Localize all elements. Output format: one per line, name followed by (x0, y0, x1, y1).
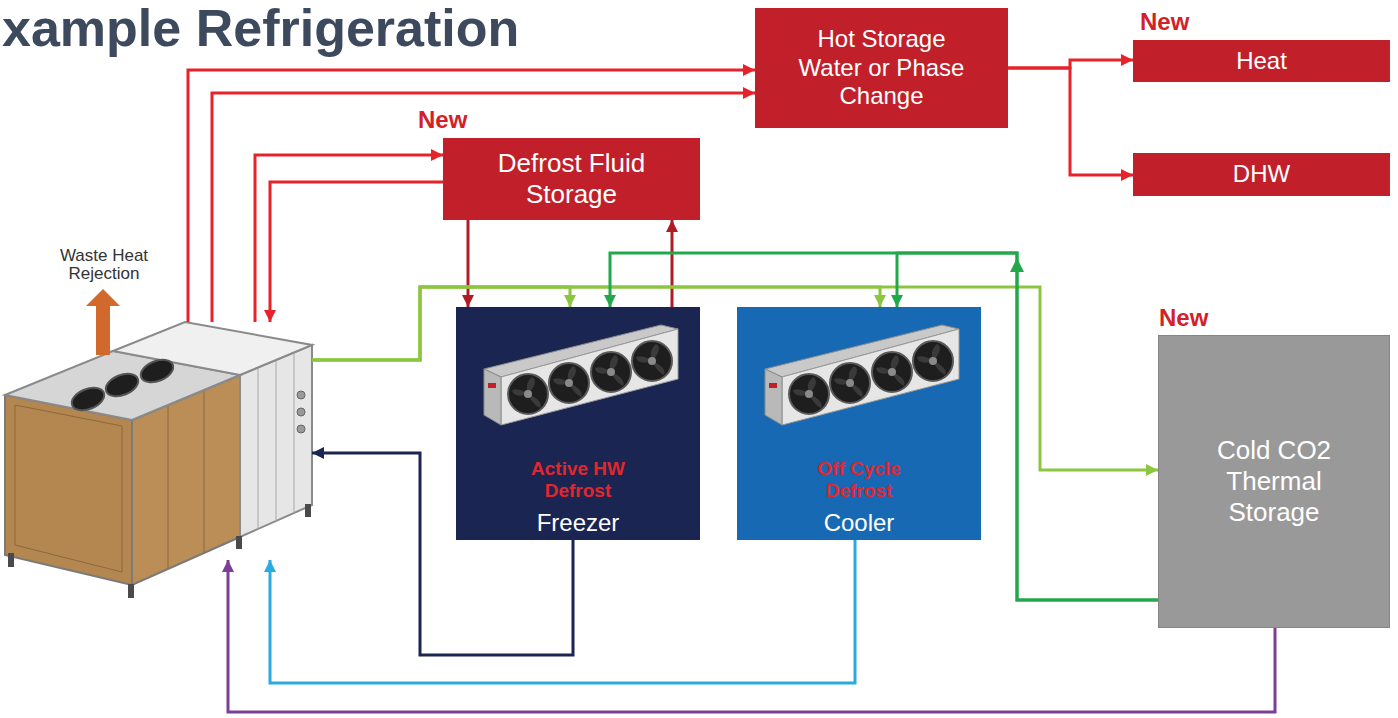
defrost-mode: Active HW Defrost (508, 458, 648, 504)
room-box: Off Cycle DefrostCooler (737, 307, 981, 540)
condensing-unit-drawing (5, 322, 312, 598)
flow-line (1008, 68, 1133, 175)
storage-box: NewCold CO2 Thermal Storage (1158, 335, 1390, 628)
room-box: Active HW DefrostFreezer (456, 307, 700, 540)
defrost-mode: Off Cycle Defrost (789, 458, 929, 504)
evaporator-illustration (765, 325, 959, 425)
condensing-unit-drawing (168, 405, 169, 569)
page-title: xample Refrigeration (2, 2, 519, 54)
condensing-unit-drawing (297, 391, 305, 399)
box-label: Defrost Fluid Storage (469, 148, 674, 210)
condensing-unit-drawing (8, 553, 14, 567)
output-box: NewHeat (1133, 40, 1390, 82)
condensing-unit-drawing (5, 395, 132, 585)
condensing-unit-drawing (204, 390, 205, 553)
condensing-unit-drawing (128, 584, 134, 598)
box-label: Freezer (537, 509, 620, 538)
flow-line (270, 540, 855, 683)
box-label: Heat (1236, 47, 1287, 76)
flow-line (228, 560, 1275, 712)
flow-line (312, 287, 1158, 470)
condensing-unit: Waste Heat Rejection (0, 322, 312, 560)
flow-line (671, 220, 674, 307)
box-label: Cold CO2 Thermal Storage (1204, 435, 1344, 529)
flow-line (270, 182, 443, 322)
condensing-unit-drawing (276, 360, 277, 521)
new-tag: New (418, 106, 467, 134)
heat-rejection-arrow (86, 289, 120, 355)
box-label: Cooler (824, 509, 895, 538)
flow-line (467, 220, 470, 307)
condensing-unit-drawing (102, 369, 141, 400)
condensing-unit-drawing (297, 408, 305, 416)
box-label: Hot Storage Water or Phase Change (787, 25, 977, 111)
new-tag: New (1159, 304, 1208, 332)
storage-box: NewDefrost Fluid Storage (443, 138, 700, 220)
flow-line (188, 70, 755, 322)
condensing-unit-drawing (236, 536, 242, 549)
condensing-unit-drawing (297, 425, 305, 433)
condensing-unit-drawing (68, 383, 107, 414)
storage-box: Hot Storage Water or Phase Change (755, 8, 1008, 128)
box-label: DHW (1233, 160, 1290, 189)
evaporator-illustration (456, 307, 700, 427)
condensing-unit-drawing (113, 322, 312, 375)
condensing-unit-drawing (258, 368, 259, 529)
condensing-unit-drawing (294, 352, 295, 513)
output-box: DHW (1133, 153, 1390, 196)
unit-label: Waste Heat Rejection (52, 247, 156, 284)
flow-line (255, 155, 443, 322)
condensing-unit-drawing (15, 405, 122, 572)
condensing-unit-drawing (240, 345, 312, 537)
evaporator-illustration (484, 325, 678, 425)
new-tag: New (1140, 8, 1189, 36)
evaporator-illustration (737, 307, 981, 427)
condensing-unit-drawing (305, 504, 311, 517)
condensing-unit-drawing (137, 355, 176, 386)
